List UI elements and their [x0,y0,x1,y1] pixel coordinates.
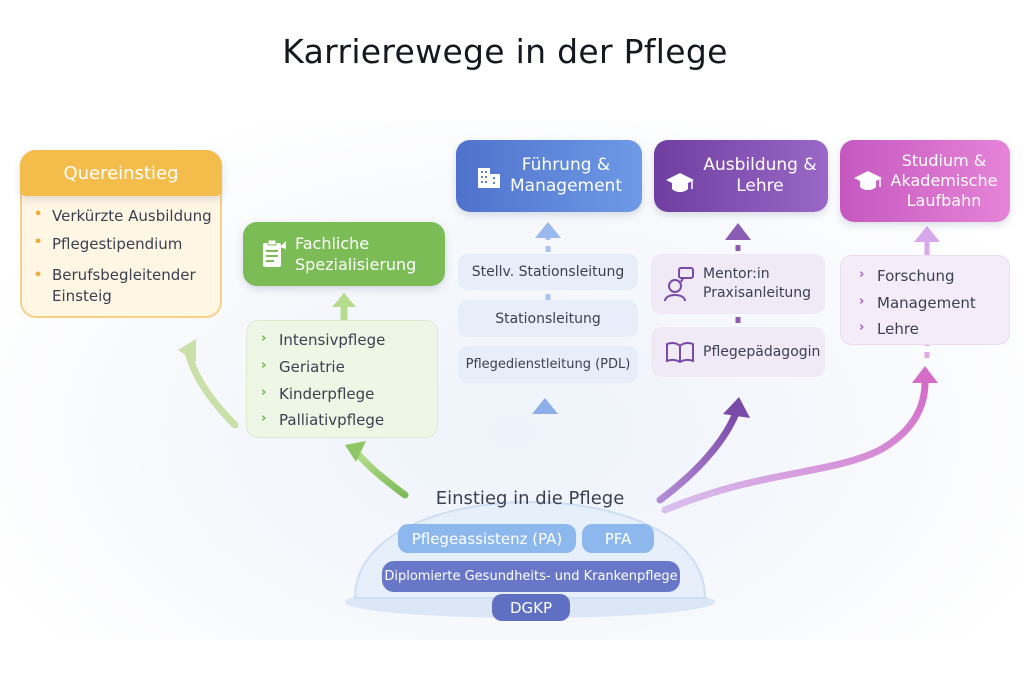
clipboard-icon [261,239,287,269]
fachliche-heading: Fachliche Spezialisierung [295,234,417,274]
einstieg-heading: Einstieg in die Pflege [435,488,625,509]
arrowhead-fuehrung-upper [535,222,561,238]
list-item: ›Intensivpflege [261,331,386,349]
list-item: •Berufsbegleitender Einsteig [34,266,196,305]
fuehrung-item-stationsleitung: Stationsleitung [458,300,638,337]
studium-list: ›Forschung ›Management ›Lehre [840,255,1010,345]
quereinstieg-list: •Verkürzte Ausbildung •Pflegestipendium … [22,196,220,316]
arrow-studium-lower [661,378,929,514]
list-item: ›Palliativpflege [261,411,385,429]
ausbildung-heading: Ausbildung & Lehre [703,155,817,196]
fuehrung-item-pdl: Pflegedienstleitung (PDL) [458,346,638,383]
building-icon [476,164,502,188]
arrowhead-studium-top [914,226,940,242]
arrowhead-studium-lower [912,366,938,383]
einstieg-pfa-pill: PFA [582,524,654,553]
fuehrung-heading: Führung & Management [510,155,622,196]
quereinstieg-header: Quereinstieg [20,150,222,196]
list-item: ›Lehre [859,320,919,338]
list-item: ›Geriatrie [261,358,345,376]
arrowhead-ausbildung-upper [725,223,751,240]
arrowhead-fachliche-upper [332,293,356,307]
arrow-ausbildung-lower [656,409,740,504]
list-item: •Pflegestipendium [34,235,183,253]
fuehrung-header: Führung & Management [456,140,642,212]
arrowhead-fachliche-lower [345,441,366,462]
list-item: ›Kinderpflege [261,385,375,403]
ausbildung-item-pflegepaedagogin: Pflegepädagogin [651,327,825,377]
graduation-cap-icon [853,169,883,193]
ausbildung-header: Ausbildung & Lehre [654,140,828,212]
studium-header: Studium & Akademische Laufbahn [840,140,1010,222]
list-item: •Verkürzte Ausbildung [34,207,212,225]
fuehrung-item-stellv-stationsleitung: Stellv. Stationsleitung [458,254,638,290]
arrow-fachliche-lower [354,450,409,499]
graduation-cap-icon [665,171,695,195]
einstieg-diplom-pill: Diplomierte Gesundheits- und Krankenpfle… [382,561,680,592]
mentor-person-icon [663,266,695,302]
book-icon [665,341,695,364]
einstieg-dgkp-pill: DGKP [492,594,570,621]
quereinstieg-heading: Quereinstieg [63,162,179,184]
list-item: ›Forschung [859,267,955,285]
page-title: Karrierewege in der Pflege [282,32,728,71]
arrowhead-quereinstieg [178,339,196,362]
arrow-quereinstieg [184,348,239,429]
fachliche-header: Fachliche Spezialisierung [243,222,445,286]
ausbildung-item-mentor: Mentor:in Praxisanleitung [651,254,825,314]
mentor-label: Mentor:in Praxisanleitung [703,266,811,301]
fachliche-list: ›Intensivpflege ›Geriatrie ›Kinderpflege… [246,320,438,438]
pflegepaedagogin-label: Pflegepädagogin [703,344,821,360]
quereinstieg-card: Quereinstieg •Verkürzte Ausbildung •Pfle… [20,150,222,318]
arrowhead-fuehrung-lower [532,398,558,414]
einstieg-pa-pill: Pflegeassistenz (PA) [398,524,576,553]
studium-heading: Studium & Akademische Laufbahn [890,151,998,210]
list-item: ›Management [859,294,976,312]
arrowhead-ausbildung-lower [723,397,750,418]
